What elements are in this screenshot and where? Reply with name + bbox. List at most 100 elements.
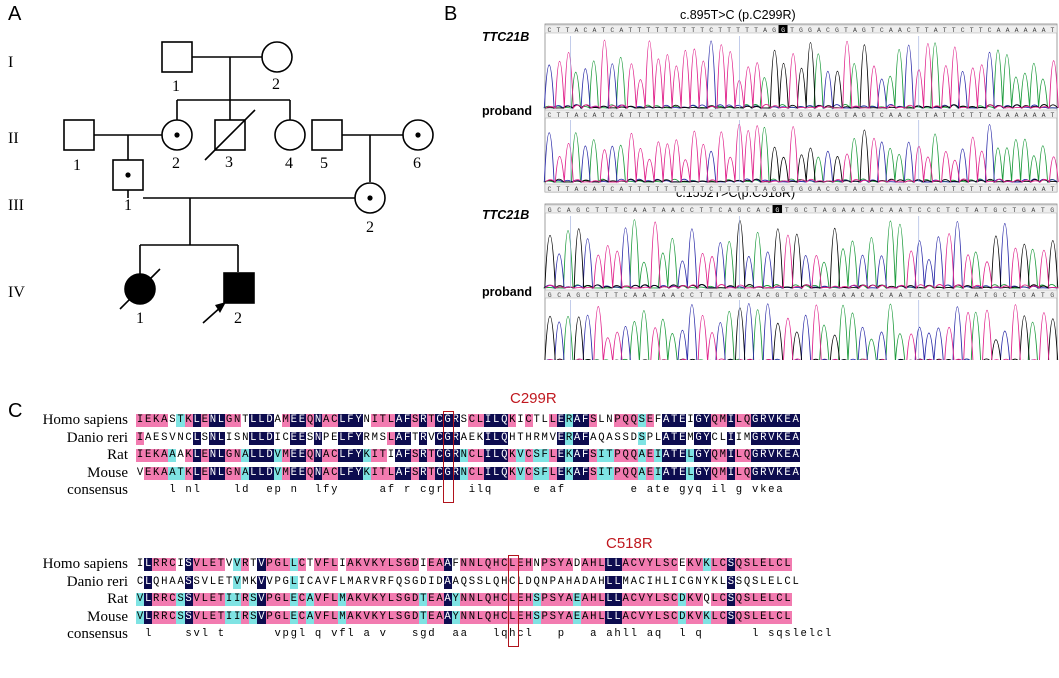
mutation-label-c299r: C299R [510,390,557,407]
residue-cell: K [564,449,574,462]
residue-cell: F [403,414,412,427]
residue-cell: T [378,414,387,427]
residue-cell: A [168,449,177,462]
chromatogram-2-base-letter: C [690,207,694,214]
residue-cell: A [241,466,250,480]
residue-cell: A [573,575,581,588]
residue-cell: V [233,575,242,589]
residue-cell: R [759,414,768,427]
residue-cell: A [460,431,467,444]
chromatogram-2-base-letter: C [927,207,931,214]
consensus-residue: r [403,484,411,496]
residue-cell: V [516,449,525,462]
residue-cell: H [524,610,533,624]
consensus-residue: e [800,628,807,640]
residue-cell: K [184,414,193,427]
chromatogram-2-base-letter: T [785,292,789,299]
chromatogram-1-base-letter: C [548,186,552,193]
residue-cell: I [726,431,735,445]
residue-cell: E [153,431,160,444]
residue-cell: A [346,593,355,606]
residue-cell: S [184,558,193,571]
residue-cell: S [751,575,759,588]
chromatogram-2-base-letter: C [880,292,884,299]
residue-cell: Q [500,414,509,427]
chromatogram-1-base-letter: C [709,112,713,119]
residue-cell: I [387,449,395,461]
consensus-residue: v [193,628,200,640]
residue-cell: E [516,593,525,606]
residue-cell: F [452,558,459,570]
chromatogram-1-base-letter: A [619,112,623,119]
chromatogram-1-base-letter: C [709,27,713,34]
individual-number: 1 [136,310,144,327]
proband-label-2: proband [482,285,532,299]
residue-cell: E [200,414,209,427]
chromatogram-2-base-letter: T [652,292,656,299]
residue-cell: E [679,558,686,570]
residue-cell: L [719,575,726,588]
residue-cell: P [540,593,549,606]
residue-cell: R [451,449,460,462]
chromatogram-1-variant-marker [778,25,788,33]
residue-cell: L [338,431,347,445]
residue-cell: R [533,431,540,444]
residue-cell: N [459,593,468,606]
residue-cell: K [354,610,363,624]
residue-cell: I [233,593,242,606]
residue-cell: T [176,414,185,427]
residue-cell: F [654,414,662,426]
chromatogram-2-base-letter: G [775,207,779,214]
residue-cell: H [492,558,501,571]
chromatogram-1-base-letter: C [961,112,965,119]
residue-cell: I [370,449,379,462]
residue-cell: D [411,593,420,606]
residue-cell: L [597,558,606,571]
residue-cell: Q [621,466,630,480]
residue-cell: L [492,431,501,445]
consensus-residue: f [387,484,395,496]
residue-cell: V [694,558,703,571]
chromatogram-1-base-letter: T [691,186,695,193]
chromatogram-2-base-letter: T [614,207,618,214]
residue-cell: E [678,466,687,480]
residue-cell: S [726,558,735,571]
residue-cell: E [289,610,298,624]
residue-cell: N [208,431,217,445]
chromatogram-2-base-letter: G [576,292,580,299]
residue-cell: L [216,414,226,427]
residue-cell: K [250,575,257,588]
residue-cell: L [548,449,557,462]
chromatogram-2-base-letter: T [1041,207,1045,214]
chromatogram-2-base-letter: T [709,207,713,214]
residue-cell: M [338,593,347,606]
residue-cell: L [475,466,485,480]
chromatogram-1-base-letter: G [862,27,866,34]
chromatogram-1-base-letter: C [583,27,587,34]
residue-cell: L [281,593,290,606]
species-label: consensus [67,482,128,498]
residue-cell: N [208,449,217,462]
chromatogram-1-base-letter: C [826,112,830,119]
chromatogram-1-base-letter: A [1006,27,1010,34]
residue-cell: L [289,575,298,589]
residue-cell: V [362,610,371,624]
residue-cell: Q [629,449,638,462]
residue-cell: H [565,575,573,588]
residue-cell: P [613,466,622,480]
residue-cell: C [435,414,444,427]
residue-cell: L [654,558,663,571]
residue-cell: K [362,466,371,480]
chromatogram-1-base-letter: T [925,27,929,34]
consensus-residue: c [517,628,524,640]
residue-cell: S [589,466,598,480]
chromatogram-1-trace [545,124,1059,184]
residue-cell: E [208,610,217,624]
residue-cell: L [192,466,201,480]
residue-cell: G [443,414,452,427]
residue-cell: C [297,593,306,606]
consensus-residue: g [420,628,427,640]
residue-cell: V [257,575,266,589]
chromatogram-1-base-letter: T [790,27,794,34]
residue-cell: G [751,449,760,462]
